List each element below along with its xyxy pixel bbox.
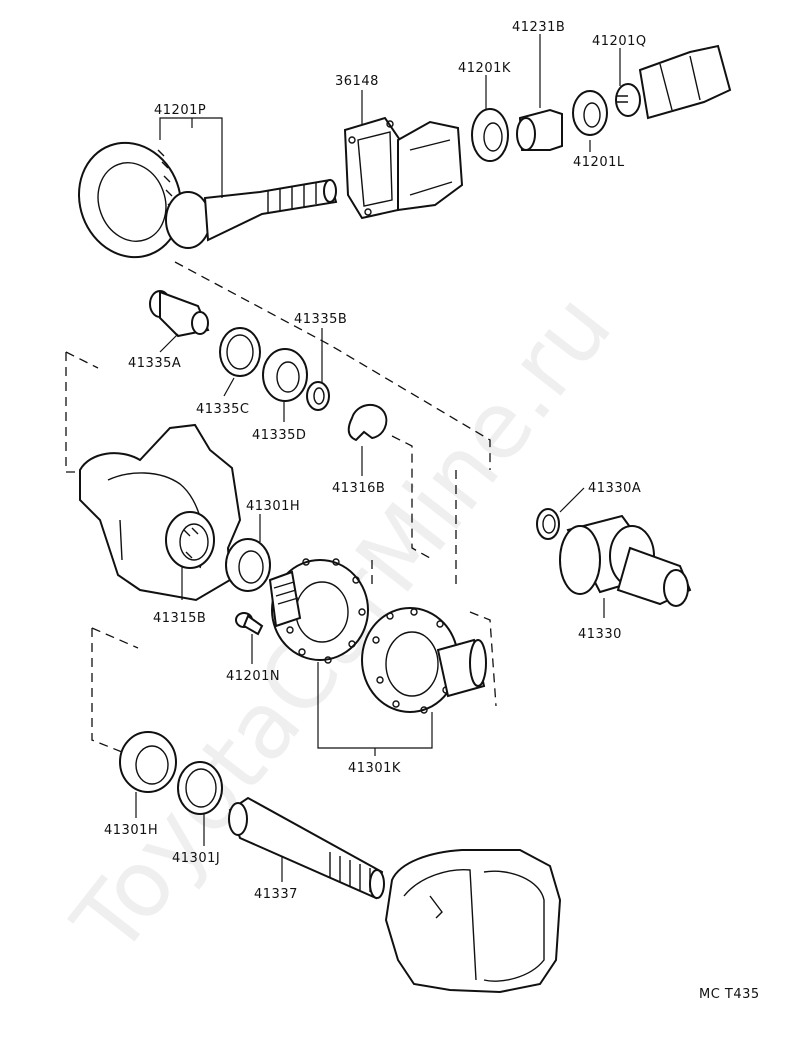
shaft-41337 xyxy=(228,796,385,900)
ring-gear-pinion-41201p xyxy=(77,141,338,259)
pin-41335a xyxy=(149,290,210,338)
label-41201n: 41201N xyxy=(226,669,280,684)
label-41315b: 41315B xyxy=(153,611,206,626)
bearing-41301h-top xyxy=(225,538,271,592)
label-41337: 41337 xyxy=(254,887,298,902)
label-41201p: 41201P xyxy=(154,103,206,118)
clip-41316b xyxy=(347,403,388,442)
label-41301h-bottom: 41301H xyxy=(104,823,158,838)
label-41335d: 41335D xyxy=(252,428,306,443)
label-41301h-top: 41301H xyxy=(246,499,300,514)
rear-housing xyxy=(384,849,562,994)
snap-ring-41335c xyxy=(219,327,261,377)
bearing-41335d xyxy=(262,348,308,402)
label-41201l: 41201L xyxy=(573,155,625,170)
bolt-41201n xyxy=(235,612,264,636)
shaft-41330 xyxy=(559,514,692,607)
label-41316b: 41316B xyxy=(332,481,385,496)
label-41201k: 41201K xyxy=(458,61,511,76)
diff-flange-41301k xyxy=(361,607,487,714)
spacer-41231b xyxy=(516,108,563,151)
label-41335b: 41335B xyxy=(294,312,347,327)
housing-36148 xyxy=(343,116,464,220)
nut-41201q xyxy=(615,83,641,117)
diagram-code: MC T435 xyxy=(699,987,760,1002)
label-41335a: 41335A xyxy=(128,356,181,371)
bearing-41301h-bottom xyxy=(119,731,177,793)
diff-case-41301k xyxy=(268,558,369,664)
ring-41335b xyxy=(306,381,330,411)
label-41330: 41330 xyxy=(578,627,622,642)
label-36148: 36148 xyxy=(335,74,379,89)
sleeve-41315b xyxy=(165,511,215,569)
snap-ring-41330a xyxy=(536,508,560,540)
label-41330a: 41330A xyxy=(588,481,641,496)
label-41201q: 41201Q xyxy=(592,34,647,49)
label-41301j: 41301J xyxy=(172,851,220,866)
label-41335c: 41335C xyxy=(196,402,249,417)
bearing-41201k xyxy=(471,108,509,162)
flange-top-right xyxy=(638,44,732,120)
transfer-case-housing xyxy=(79,423,242,602)
label-41301k: 41301K xyxy=(348,761,401,776)
bearing-41201l xyxy=(572,90,608,136)
label-41231b: 41231B xyxy=(512,20,565,35)
shim-41301j xyxy=(177,761,223,815)
